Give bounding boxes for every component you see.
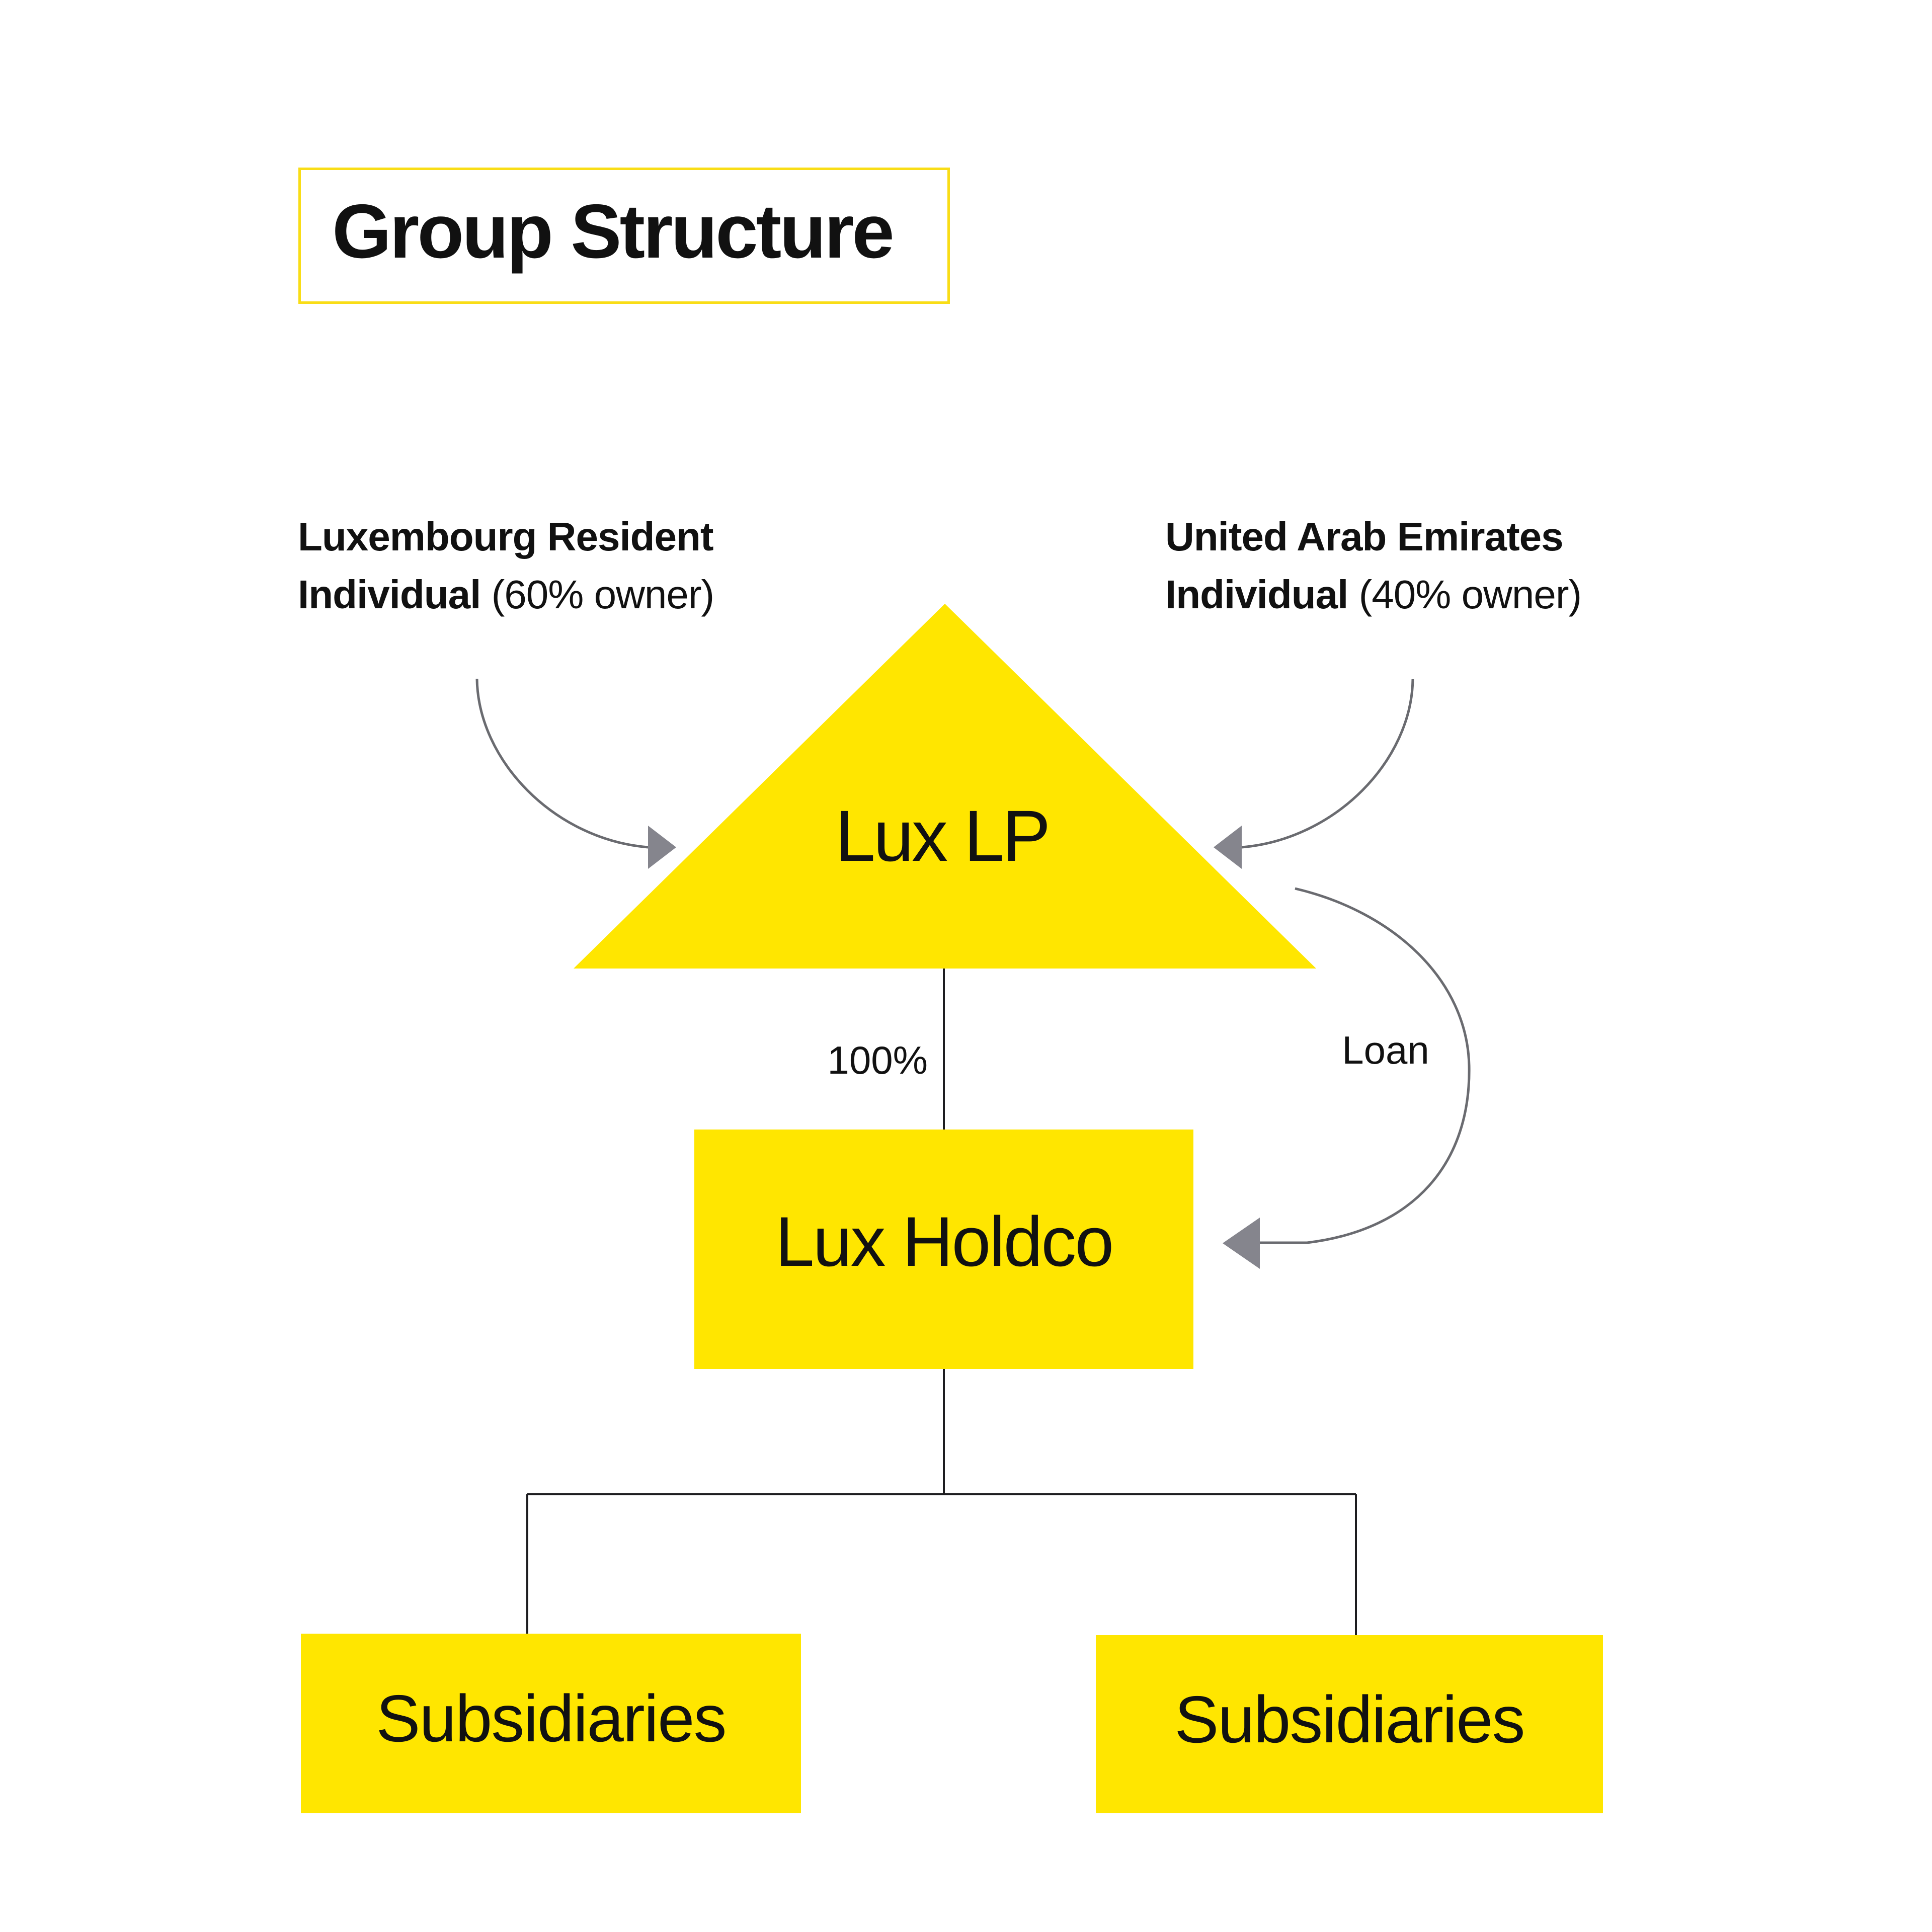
lux-lp-triangle-shape <box>574 604 1316 969</box>
owner-label-uae: United Arab Emirates Individual (40% own… <box>1165 508 1582 623</box>
owner-left-line1: Luxembourg Resident <box>298 514 714 559</box>
lux-holdco-label: Lux Holdco <box>775 1202 1114 1281</box>
subsidiaries-right-label: Subsidiaries <box>1174 1682 1525 1756</box>
owner-left-line2: Individual (60% owner) <box>298 566 714 623</box>
owner-right-line2-bold: Individual <box>1165 572 1348 617</box>
subsidiaries-box-left: Subsidiaries <box>301 1634 801 1813</box>
loan-label: Loan <box>1342 1028 1429 1072</box>
owner-right-line1: United Arab Emirates <box>1165 514 1564 559</box>
ownership-curve-right <box>1241 679 1414 849</box>
ownership-percentage-label: 100% <box>827 1038 928 1082</box>
owner-right-line2-rest: (40% owner) <box>1348 572 1582 617</box>
subsidiaries-left-label: Subsidiaries <box>376 1681 727 1755</box>
subsidiaries-box-right: Subsidiaries <box>1096 1635 1603 1813</box>
loan-curve <box>1260 887 1471 1244</box>
ownership-arrowhead-right-icon <box>1214 826 1242 869</box>
lux-lp-label: Lux LP <box>835 795 1051 876</box>
ownership-arrowhead-left-icon <box>648 826 676 869</box>
ownership-curve-left <box>475 678 649 849</box>
owner-left-line2-bold: Individual <box>298 572 481 617</box>
loan-arrowhead-icon <box>1223 1218 1260 1269</box>
owner-right-line2: Individual (40% owner) <box>1165 566 1582 623</box>
lux-holdco-box: Lux Holdco <box>694 1130 1193 1369</box>
title-box: Group Structure <box>298 168 950 304</box>
owner-label-luxembourg: Luxembourg Resident Individual (60% owne… <box>298 508 714 623</box>
page-title: Group Structure <box>332 189 895 274</box>
owner-left-line2-rest: (60% owner) <box>480 572 715 617</box>
